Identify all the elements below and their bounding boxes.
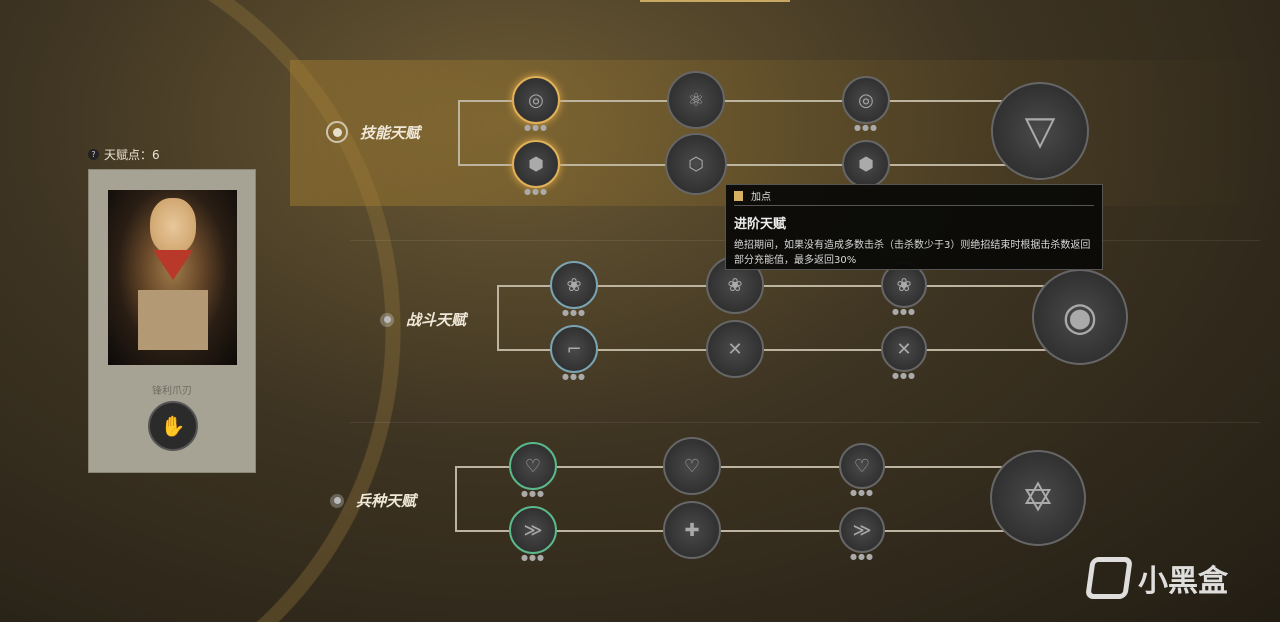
talent-node-crossed-guns-icon[interactable]: ✕●●● bbox=[881, 326, 927, 380]
talent-node-cube-icon[interactable]: ⬡ bbox=[665, 133, 727, 195]
talent-node-crossed-guns-icon[interactable]: ✕ bbox=[706, 320, 764, 378]
character-portrait bbox=[108, 190, 237, 365]
branch-radio[interactable] bbox=[330, 493, 344, 508]
branch-combat[interactable]: 战斗天赋 bbox=[380, 309, 466, 330]
talent-node-atom-icon[interactable]: ⚛ bbox=[667, 71, 725, 129]
talent-tooltip: 加点 进阶天赋 绝招期间，如果没有造成多数击杀（击杀数少于3）则绝招结束时根据击… bbox=[725, 184, 1103, 270]
heybox-logo-icon bbox=[1085, 557, 1133, 599]
talent-node-heartbeat-icon[interactable]: ♡●●● bbox=[839, 443, 885, 497]
talent-node-heartbeat-icon[interactable]: ♡ bbox=[663, 437, 721, 495]
watermark: 小黑盒 bbox=[1085, 556, 1228, 600]
talent-node-chevron-rank-icon[interactable]: ≫●●● bbox=[509, 506, 557, 562]
tooltip-description: 绝招期间，如果没有造成多数击杀（击杀数少于3）则绝招结束时根据击杀数返回部分充能… bbox=[734, 240, 1091, 266]
talent-ultimate-helmet-icon[interactable]: ◉ bbox=[1032, 269, 1128, 365]
branch-label: 兵种天赋 bbox=[356, 492, 417, 510]
branch-label: 战斗天赋 bbox=[406, 311, 467, 329]
talent-node-pistol-icon[interactable]: ⌐●●● bbox=[550, 325, 598, 381]
talent-node-orbit-icon[interactable]: ◎●●● bbox=[512, 76, 560, 132]
talent-ultimate-star-hexagon-icon[interactable]: ✡ bbox=[990, 450, 1086, 546]
talent-node-paw-icon[interactable]: ❀●●● bbox=[550, 261, 598, 317]
tooltip-title: 进阶天赋 bbox=[734, 217, 787, 232]
branch-radio-selected[interactable] bbox=[326, 121, 348, 143]
top-indicator bbox=[640, 0, 790, 2]
talent-node-medic-cross-icon[interactable]: ✚ bbox=[663, 501, 721, 559]
talent-node-hexagon-icon[interactable]: ⬢ bbox=[842, 140, 890, 188]
divider bbox=[350, 422, 1260, 423]
talent-ultimate-emblem-icon[interactable]: ▽ bbox=[991, 82, 1089, 180]
book-icon bbox=[734, 190, 743, 201]
character-card: 锋利爪刃 ✋ bbox=[88, 169, 256, 473]
branch-radio[interactable] bbox=[380, 312, 394, 327]
talent-node-chevron-rank-icon[interactable]: ≫●●● bbox=[839, 507, 885, 561]
skill-name: 锋利爪刃 bbox=[152, 386, 192, 397]
claw-icon[interactable]: ✋ bbox=[148, 401, 198, 451]
talent-node-heartbeat-icon[interactable]: ♡●●● bbox=[509, 442, 557, 498]
tooltip-header: 加点 bbox=[751, 192, 771, 203]
help-icon[interactable]: ? bbox=[88, 149, 99, 160]
branch-class[interactable]: 兵种天赋 bbox=[330, 490, 416, 511]
selected-branch-highlight bbox=[290, 60, 1260, 206]
talent-node-orbit-icon[interactable]: ◎●●● bbox=[842, 76, 890, 132]
talent-points: ? 天赋点：6 bbox=[88, 146, 160, 163]
branch-skill[interactable]: 技能天赋 bbox=[326, 121, 420, 143]
talent-points-label: 天赋点：6 bbox=[104, 148, 160, 162]
talent-node-hexagon-icon[interactable]: ⬢●●● bbox=[512, 140, 560, 196]
watermark-text: 小黑盒 bbox=[1138, 564, 1228, 599]
branch-label: 技能天赋 bbox=[360, 123, 421, 142]
